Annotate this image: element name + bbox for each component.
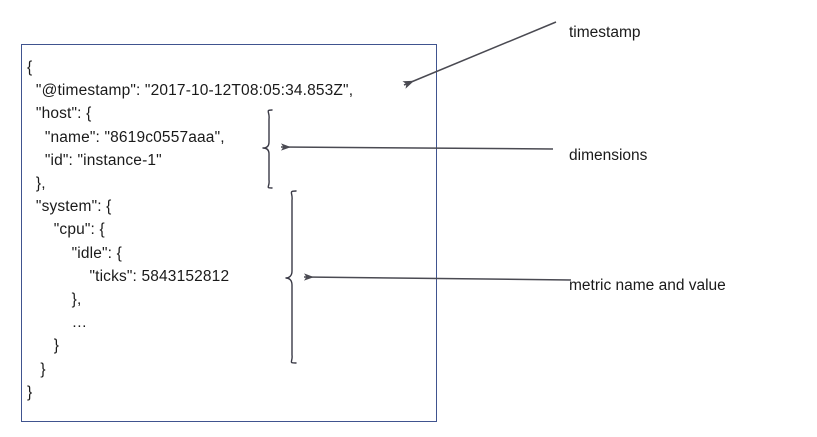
json-line-8-cpu-open: "cpu": {	[27, 221, 105, 239]
json-line-14-system-close: }	[27, 360, 46, 378]
json-line-2-timestamp: "@timestamp": "2017-10-12T08:05:34.853Z"…	[27, 82, 354, 100]
json-document-code: { "@timestamp": "2017-10-12T08:05:34.853…	[27, 56, 353, 404]
json-line-10-ticks: "ticks": 5843152812	[27, 267, 230, 285]
annotation-label-dimensions: dimensions	[569, 147, 648, 164]
json-line-6-host-close: },	[27, 175, 46, 193]
json-line-7-system-open: "system": {	[27, 198, 112, 216]
json-line-5-host-id: "id": "instance-1"	[27, 151, 162, 169]
json-document-box	[21, 44, 437, 422]
annotation-label-timestamp: timestamp	[569, 24, 641, 41]
json-line-15-root-close: }	[27, 383, 33, 401]
annotation-label-metric: metric name and value	[569, 277, 726, 294]
json-line-1: {	[27, 59, 33, 76]
json-line-4-host-name: "name": "8619c0557aaa",	[27, 128, 225, 146]
json-line-3-host-open: "host": {	[27, 105, 92, 123]
json-line-11-idle-close: },	[27, 291, 82, 309]
json-line-13-cpu-close: }	[27, 337, 60, 355]
json-line-9-idle-open: "idle": {	[27, 244, 122, 262]
json-line-12-ellipsis: …	[27, 314, 88, 332]
